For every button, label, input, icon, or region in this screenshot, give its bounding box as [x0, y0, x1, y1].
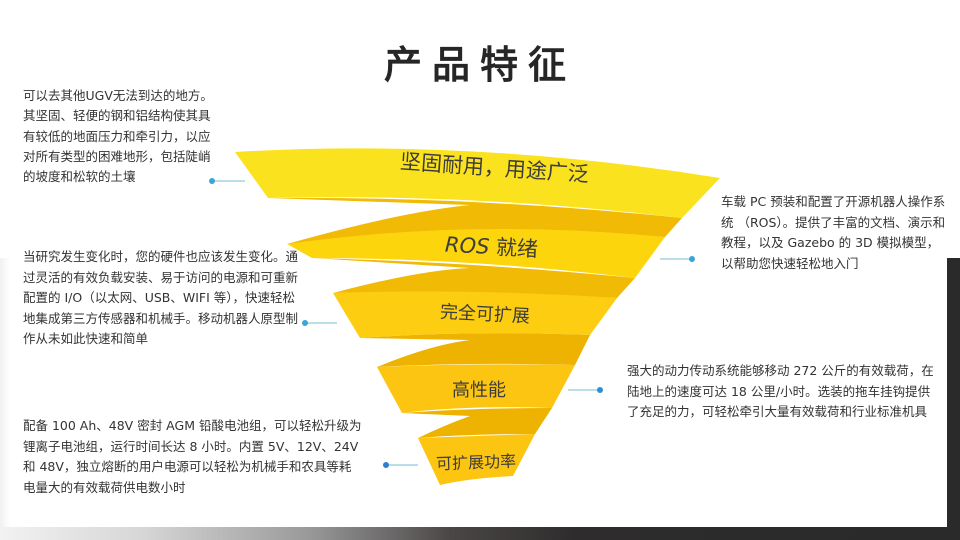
funnel-band-2 [287, 228, 665, 278]
funnel-connector-3 [360, 333, 590, 367]
background-gradient-bar [0, 527, 960, 540]
funnel-band-4 [377, 364, 575, 413]
pointer-3 [302, 320, 337, 326]
pointer-dot-5 [383, 462, 389, 468]
funnel-band-1 [235, 148, 720, 218]
funnel-connector-2 [312, 258, 635, 298]
description-extensible: 当研究发生变化时，您的硬件也应该发生变化。通过灵活的有效负载安装、易于访问的电源… [23, 249, 299, 346]
funnel-label-ros-ready: ROS 就绪 [444, 229, 539, 264]
pointer-4 [568, 387, 603, 393]
pointer-dot-2 [689, 256, 695, 262]
pointer-5 [383, 462, 418, 468]
funnel-label-performance: 高性能 [452, 380, 506, 401]
ros-text: ROS [444, 232, 491, 259]
description-ros-ready: 车载 PC 预装和配置了开源机器人操作系统 （ROS）。提供了丰富的文档、演示和… [721, 194, 946, 271]
background-dark-edge [947, 258, 960, 540]
pointer-dot-3 [302, 320, 308, 326]
funnel-label-extensible: 完全可扩展 [439, 301, 531, 328]
page-title: 产品特征 [383, 43, 576, 87]
funnel-band-5 [418, 434, 535, 485]
background-shade-left [0, 258, 10, 528]
pointer-dot-1 [209, 178, 215, 184]
funnel-band-3 [333, 291, 617, 338]
description-durable: 可以去其他UGV无法到达的地方。其坚固、轻便的钢和铝结构使其具有较低的地面压力和… [23, 88, 213, 185]
pointer-2 [660, 256, 695, 262]
pointer-1 [209, 178, 245, 184]
funnel-connector-4 [402, 408, 552, 438]
pointer-dot-4 [597, 387, 603, 393]
ready-text: 就绪 [488, 234, 539, 262]
funnel-label-power: 可扩展功率 [435, 451, 517, 474]
description-performance: 强大的动力传动系统能够移动 272 公斤的有效载荷，在陆地上的速度可达 18 公… [627, 363, 934, 419]
description-power: 配备 100 Ah、48V 密封 AGM 铅酸电池组，可以轻松升级为锂离子电池组… [23, 418, 362, 495]
